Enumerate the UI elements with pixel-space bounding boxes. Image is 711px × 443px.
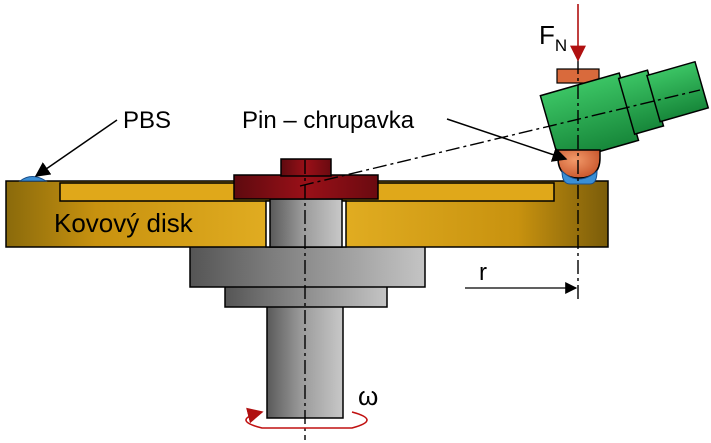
pbs-leader <box>34 119 118 177</box>
disk-label: Kovový disk <box>54 208 194 238</box>
force-label: FN <box>539 20 567 55</box>
hub-lower-step <box>224 284 388 308</box>
hub-upper-step <box>189 245 426 288</box>
cartilage-tip <box>557 149 601 179</box>
omega-label: ω <box>358 381 378 411</box>
pin-leader <box>446 118 568 162</box>
upper-shaft <box>269 198 343 248</box>
pbs-label: PBS <box>123 107 171 134</box>
pin-clamp-top <box>280 158 332 177</box>
holder-axis <box>299 89 701 187</box>
radius-label: r <box>479 259 487 286</box>
pin-label: Pin – chrupavka <box>242 107 415 134</box>
contact-fluid <box>561 169 598 185</box>
pin-clamp <box>233 174 379 200</box>
pbs-fluid-drop <box>18 176 48 182</box>
rotation-arrow <box>245 407 368 429</box>
